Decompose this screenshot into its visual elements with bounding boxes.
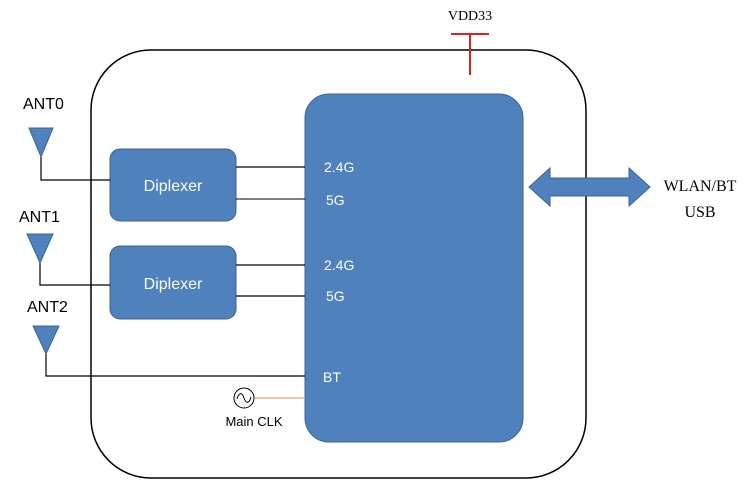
port-label-5g-2: 5G: [326, 288, 345, 304]
diplexer-1: [109, 148, 237, 222]
ant1-antenna-icon: [26, 233, 54, 265]
ant1-wire: [39, 263, 110, 286]
ant2-label: ANT2: [27, 299, 68, 316]
diplexer-2: [109, 245, 237, 320]
diplexer-2-label: Diplexer: [144, 276, 203, 293]
port-label-24g-2: 2.4G: [324, 257, 354, 273]
main-clk-label: Main CLK: [225, 414, 282, 429]
oscillator-icon: [233, 387, 255, 409]
port-label-5g-1: 5G: [326, 192, 345, 208]
ant1-label: ANT1: [19, 209, 60, 226]
interface-label-line2: USB: [684, 204, 715, 221]
diplexer-1-label: Diplexer: [144, 178, 203, 195]
ant0-label: ANT0: [23, 96, 64, 113]
ant2-wire: [45, 354, 305, 377]
vdd-label: VDD33: [448, 9, 492, 24]
port-label-bt: BT: [323, 369, 341, 385]
main-chip: [304, 93, 524, 443]
interface-double-arrow-icon: [528, 166, 651, 208]
port-label-24g-1: 2.4G: [324, 159, 354, 175]
ant0-antenna-icon: [28, 127, 54, 159]
ant0-wire: [40, 157, 110, 181]
interface-label-line1: WLAN/BT: [664, 178, 737, 195]
ant2-antenna-icon: [32, 325, 60, 356]
